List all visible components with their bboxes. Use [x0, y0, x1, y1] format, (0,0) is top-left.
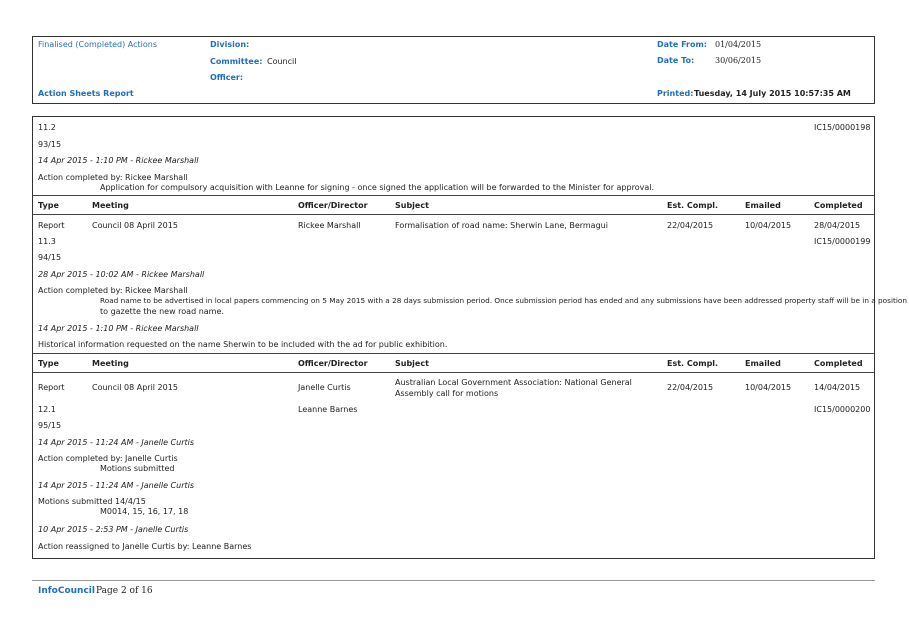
report-type: Finalised (Completed) Actions — [38, 40, 158, 49]
date-to-label: Date To: — [657, 56, 695, 65]
note-text: Action reassigned to Janelle Curtis by: … — [38, 542, 252, 551]
action-officer: Rickee Marshall — [298, 221, 361, 230]
header-divider — [33, 353, 874, 354]
note-timestamp: 14 Apr 2015 - 11:24 AM - Janelle Curtis — [38, 481, 195, 490]
action-ref: IC15/0000198 — [814, 123, 871, 132]
committee-value: Council — [267, 57, 297, 66]
column-header-subject: Subject — [395, 359, 429, 368]
action-officer: Leanne Barnes — [298, 405, 358, 414]
note-text: to gazette the new road name. — [100, 307, 224, 316]
note-timestamp: 28 Apr 2015 - 10:02 AM - Rickee Marshall — [38, 270, 205, 279]
actions-table — [32, 116, 875, 559]
footer-divider — [32, 580, 875, 581]
note-text: Motions submitted 14/4/15 — [38, 497, 146, 506]
column-header-subject: Subject — [395, 201, 429, 210]
action-type: Report — [38, 383, 65, 392]
action-meeting: Council 08 April 2015 — [92, 383, 178, 392]
printed-label: Printed: — [657, 89, 694, 98]
item-number: 11.3 — [38, 237, 56, 246]
column-header-officer: Officer/Director — [298, 201, 368, 210]
column-header-meeting: Meeting — [92, 359, 129, 368]
division-label: Division: — [210, 40, 250, 49]
printed-value: Tuesday, 14 July 2015 10:57:35 AM — [694, 89, 851, 98]
report-name: Action Sheets Report — [38, 89, 134, 98]
action-officer: Janelle Curtis — [298, 383, 351, 392]
page-number: Page 2 of 16 — [96, 586, 153, 596]
header-divider — [33, 214, 874, 215]
action-completed: 28/04/2015 — [814, 221, 861, 230]
column-header-completed: Completed — [814, 201, 863, 210]
note-timestamp: 14 Apr 2015 - 1:10 PM - Rickee Marshall — [38, 156, 199, 165]
note-text: Road name to be advertised in local pape… — [100, 296, 907, 305]
committee-label: Committee: — [210, 57, 263, 66]
action-ref: IC15/0000199 — [814, 237, 871, 246]
column-header-type: Type — [38, 201, 59, 210]
action-est-compl: 22/04/2015 — [667, 221, 714, 230]
date-from-value: 01/04/2015 — [715, 40, 762, 49]
note-timestamp: 14 Apr 2015 - 1:10 PM - Rickee Marshall — [38, 324, 199, 333]
column-header-officer: Officer/Director — [298, 359, 368, 368]
note-text: Action completed by: Janelle Curtis — [38, 454, 178, 463]
note-timestamp: 14 Apr 2015 - 11:24 AM - Janelle Curtis — [38, 438, 195, 447]
action-type: Report — [38, 221, 65, 230]
footer-brand: InfoCouncil — [38, 586, 95, 596]
note-text: Historical information requested on the … — [38, 340, 448, 349]
action-completed: 14/04/2015 — [814, 383, 861, 392]
date-from-label: Date From: — [657, 40, 708, 49]
action-emailed: 10/04/2015 — [745, 221, 792, 230]
note-text: Action completed by: Rickee Marshall — [38, 173, 188, 182]
resolution-number: 93/15 — [38, 140, 62, 149]
action-subject: Formalisation of road name: Sherwin Lane… — [395, 221, 608, 230]
resolution-number: 95/15 — [38, 421, 62, 430]
header-divider — [33, 195, 874, 196]
column-header-emailed: Emailed — [745, 359, 781, 368]
note-text: Application for compulsory acquisition w… — [100, 183, 654, 192]
action-subject: Australian Local Government Association:… — [395, 378, 632, 398]
column-header-est-compl: Est. Compl. — [667, 359, 719, 368]
column-header-completed: Completed — [814, 359, 863, 368]
item-number: 12.1 — [38, 405, 56, 414]
action-ref: IC15/0000200 — [814, 405, 871, 414]
report-header — [32, 36, 875, 104]
officer-label: Officer: — [210, 73, 244, 82]
action-est-compl: 22/04/2015 — [667, 383, 714, 392]
note-timestamp: 10 Apr 2015 - 2:53 PM - Janelle Curtis — [38, 525, 189, 534]
note-text: M0014, 15, 16, 17, 18 — [100, 507, 189, 516]
column-header-emailed: Emailed — [745, 201, 781, 210]
column-header-meeting: Meeting — [92, 201, 129, 210]
note-text: Action completed by: Rickee Marshall — [38, 286, 188, 295]
action-emailed: 10/04/2015 — [745, 383, 792, 392]
column-header-type: Type — [38, 359, 59, 368]
header-divider — [33, 372, 874, 373]
column-header-est-compl: Est. Compl. — [667, 201, 719, 210]
resolution-number: 94/15 — [38, 253, 62, 262]
item-number: 11.2 — [38, 123, 56, 132]
action-meeting: Council 08 April 2015 — [92, 221, 178, 230]
note-text: Motions submitted — [100, 464, 175, 473]
date-to-value: 30/06/2015 — [715, 56, 762, 65]
